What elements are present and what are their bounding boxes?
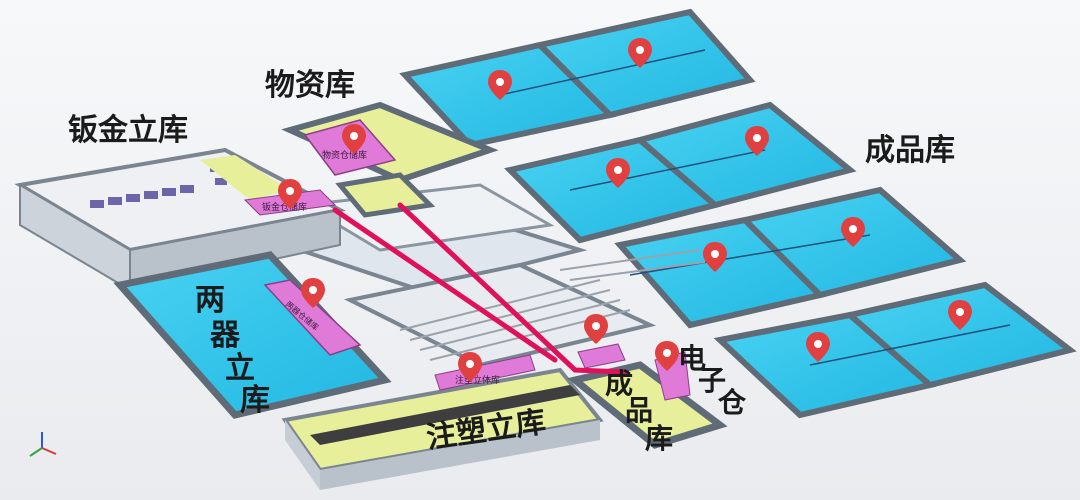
map-pin-icon [703, 242, 727, 272]
label-finished-small-char-1: 成 [605, 367, 633, 400]
axis-triad-icon [29, 432, 57, 457]
map-pin-icon [628, 38, 652, 68]
materials-tag-text: 物资仓储库 [322, 149, 367, 161]
map-pin-icon [584, 314, 608, 344]
label-two-devices-char-1: 两 [195, 283, 225, 318]
map-pin-icon [745, 126, 769, 156]
map-pin-icon [655, 341, 679, 371]
map-pin-icon [488, 70, 512, 100]
label-two-devices-char-2: 器 [209, 318, 241, 353]
map-pin-icon [948, 300, 972, 330]
injection-tag-text: 注塑立体库 [455, 374, 500, 386]
label-two-devices-char-3: 立 [225, 351, 255, 386]
map-pin-icon [841, 217, 865, 247]
two-devices-warehouse: 两器仓储库 [113, 251, 392, 419]
map-pin-icon [806, 332, 830, 362]
label-two-devices-char-4: 库 [240, 383, 270, 418]
label-finished-small-char-2: 品 [625, 394, 653, 427]
label-two-devices-vertical: 两 器 立 库 [195, 283, 270, 418]
conveyor-lines [332, 202, 628, 375]
label-materials: 物资库 [265, 68, 355, 103]
label-electronics-vertical: 电 子 仓 [678, 342, 747, 419]
location-pins [278, 38, 972, 382]
map-pin-icon [458, 352, 482, 382]
sheet-tag-text: 钣金仓储库 [262, 201, 307, 213]
label-finished-small-vertical: 成 品 库 [605, 367, 673, 455]
finished-tag-block [577, 343, 626, 369]
two-devices-tag-block [263, 279, 362, 356]
injection-warehouse: 注塑立体库 [281, 354, 604, 490]
label-sheet-metal: 钣金立库 [68, 113, 188, 148]
finished-goods-warehouse [399, 8, 1077, 419]
map-pin-icon [342, 124, 366, 154]
label-finished-small-char-3: 库 [645, 422, 673, 455]
injection-tag-block [434, 354, 536, 391]
pool-r2-b [633, 101, 857, 209]
label-finished-goods-right: 成品库 [865, 133, 955, 168]
map-pin-icon [278, 179, 302, 209]
label-electronics-char-1: 电 [678, 342, 706, 375]
map-pin-icon [606, 158, 630, 188]
label-electronics-char-3: 仓 [718, 386, 747, 419]
label-electronics-char-2: 子 [698, 364, 726, 397]
map-pin-icon [301, 278, 325, 308]
